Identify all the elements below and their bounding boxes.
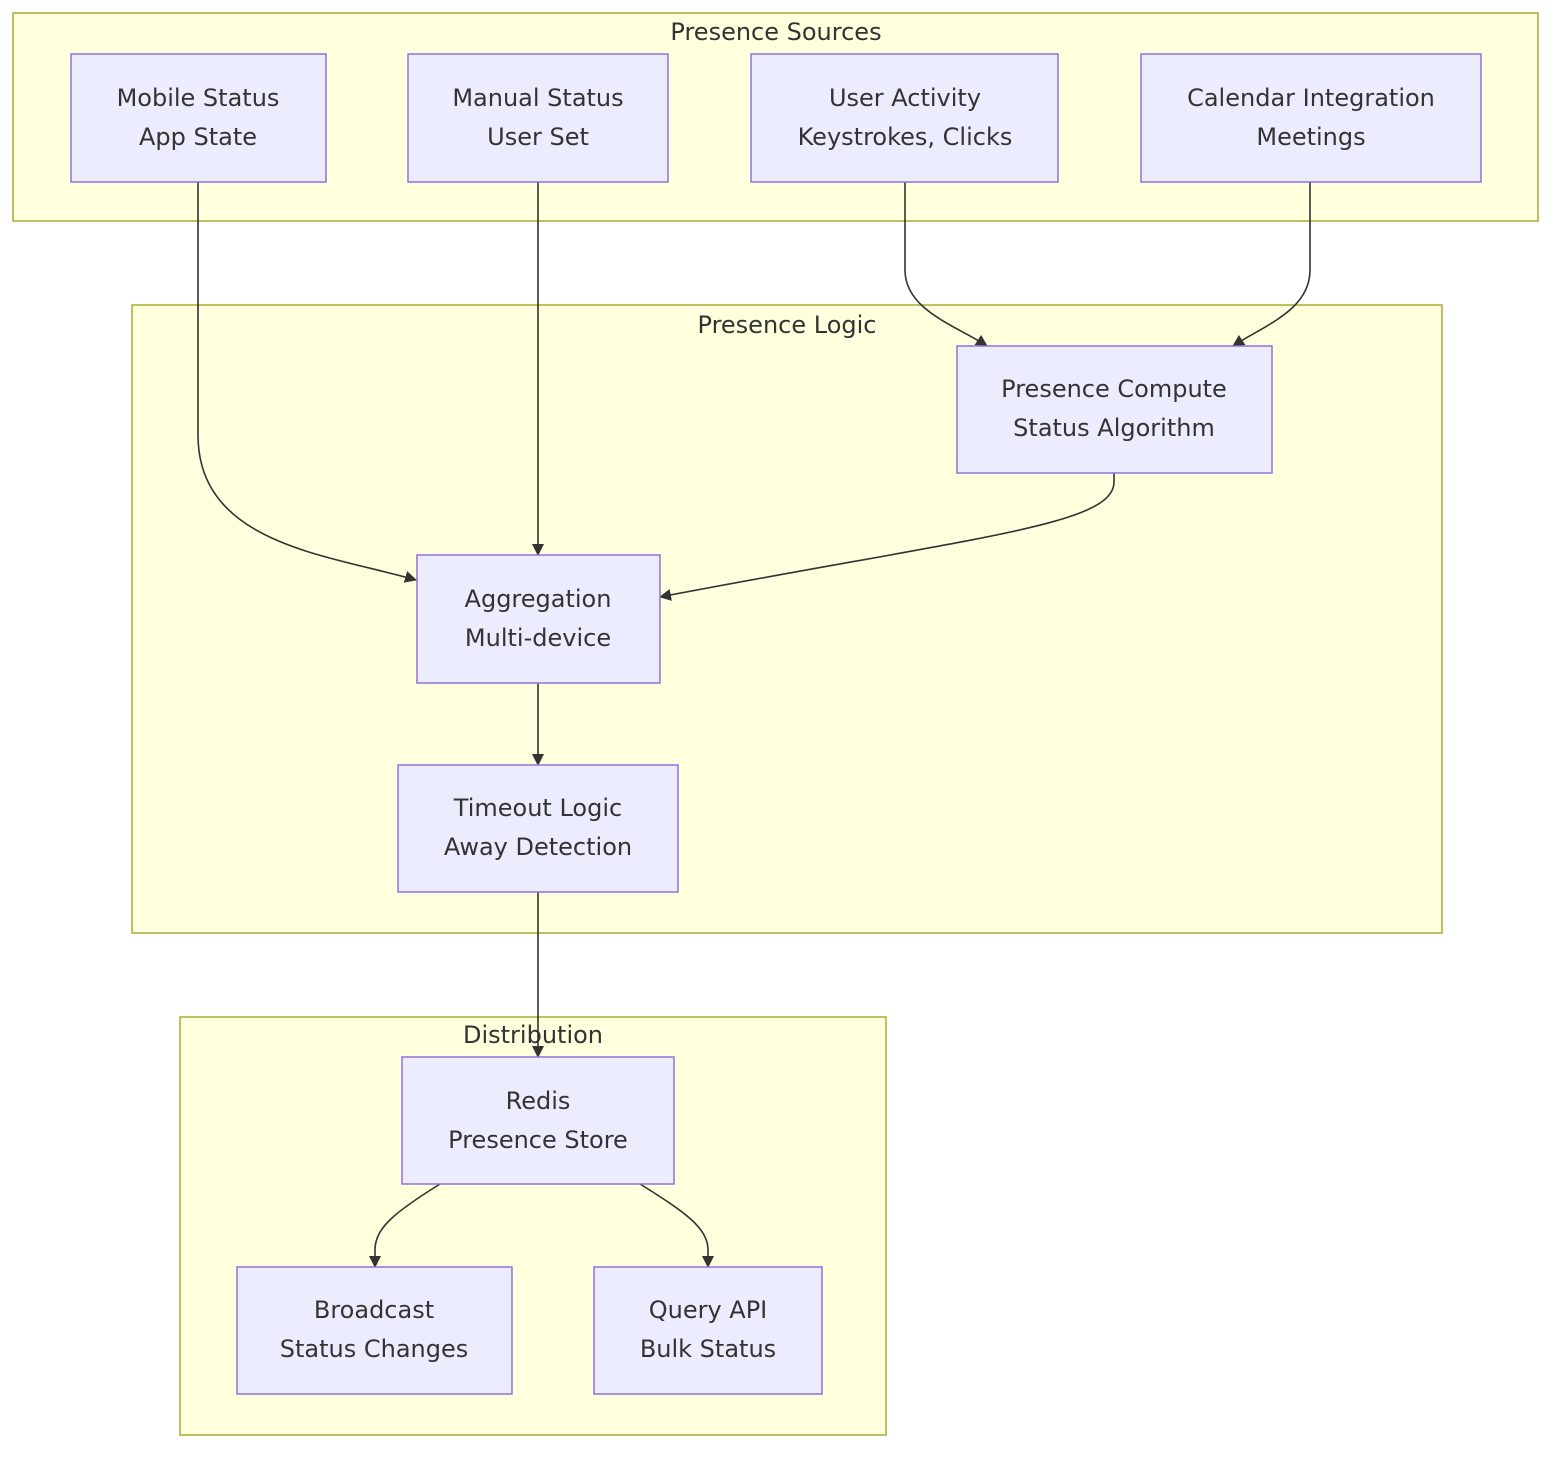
node-broadcast-subtitle: Status Changes xyxy=(280,1335,469,1363)
node-broadcast-title: Broadcast xyxy=(314,1296,434,1324)
node-calendar-integration: Calendar Integration Meetings xyxy=(1140,53,1482,183)
node-query-api-title: Query API xyxy=(649,1296,768,1324)
node-mobile-status: Mobile Status App State xyxy=(70,53,327,183)
edge-redis-to-query xyxy=(639,1183,714,1268)
node-broadcast: Broadcast Status Changes xyxy=(236,1266,513,1395)
edge-calendar-to-compute xyxy=(1232,182,1311,347)
cluster-presence-sources-title: Presence Sources xyxy=(670,18,881,46)
node-user-activity-title: User Activity xyxy=(829,84,981,112)
node-manual-status-box xyxy=(407,53,669,183)
node-timeout-logic-subtitle: Away Detection xyxy=(444,833,632,861)
node-query-api-subtitle: Bulk Status xyxy=(640,1335,776,1363)
node-user-activity: User Activity Keystrokes, Clicks xyxy=(750,53,1059,183)
edge-mobile-to-aggregation xyxy=(197,182,417,583)
edges xyxy=(197,182,1311,1268)
node-timeout-logic: Timeout Logic Away Detection xyxy=(397,764,679,893)
node-timeout-logic-box xyxy=(397,764,679,893)
node-manual-status-title: Manual Status xyxy=(452,84,623,112)
node-user-activity-box xyxy=(750,53,1059,183)
node-broadcast-box xyxy=(236,1266,513,1395)
node-calendar-integration-box xyxy=(1140,53,1482,183)
edge-activity-to-compute xyxy=(904,182,988,347)
node-presence-compute-title: Presence Compute xyxy=(1001,375,1227,403)
edge-compute-to-aggregation xyxy=(659,473,1115,601)
node-presence-compute-subtitle: Status Algorithm xyxy=(1013,414,1215,442)
node-query-api: Query API Bulk Status xyxy=(593,1266,823,1395)
node-aggregation-box xyxy=(416,554,661,684)
node-mobile-status-subtitle: App State xyxy=(139,123,257,151)
node-aggregation: Aggregation Multi-device xyxy=(416,554,661,684)
node-redis: Redis Presence Store xyxy=(401,1056,675,1185)
node-redis-box xyxy=(401,1056,675,1185)
node-query-api-box xyxy=(593,1266,823,1395)
node-mobile-status-box xyxy=(70,53,327,183)
node-user-activity-subtitle: Keystrokes, Clicks xyxy=(798,123,1013,151)
node-calendar-integration-title: Calendar Integration xyxy=(1187,84,1435,112)
node-aggregation-title: Aggregation xyxy=(465,585,612,613)
node-timeout-logic-title: Timeout Logic xyxy=(453,794,622,822)
node-manual-status-subtitle: User Set xyxy=(487,123,589,151)
node-redis-subtitle: Presence Store xyxy=(448,1126,628,1154)
edge-redis-to-broadcast xyxy=(369,1183,441,1268)
node-presence-compute-box xyxy=(956,345,1273,474)
node-presence-compute: Presence Compute Status Algorithm xyxy=(956,345,1273,474)
node-manual-status: Manual Status User Set xyxy=(407,53,669,183)
cluster-presence-logic-title: Presence Logic xyxy=(698,311,877,339)
node-aggregation-subtitle: Multi-device xyxy=(465,624,611,652)
node-calendar-integration-subtitle: Meetings xyxy=(1256,123,1365,151)
node-redis-title: Redis xyxy=(506,1087,571,1115)
node-mobile-status-title: Mobile Status xyxy=(117,84,280,112)
cluster-distribution-title: Distribution xyxy=(463,1021,603,1049)
